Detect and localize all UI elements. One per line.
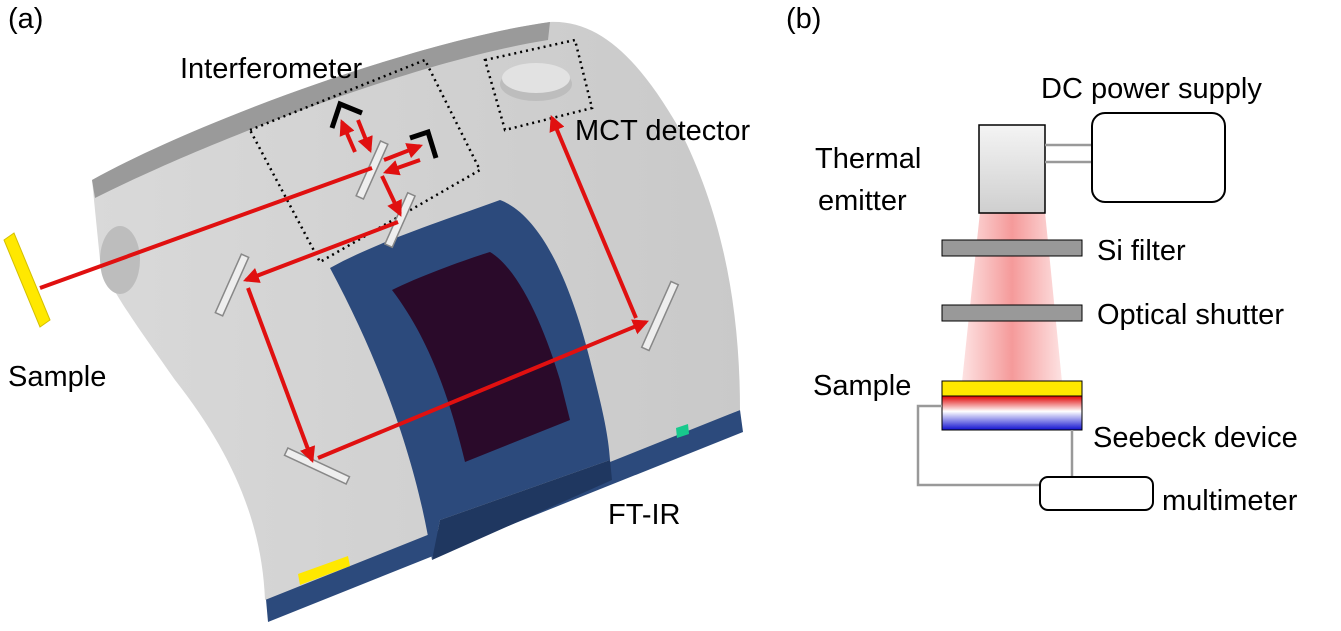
panel-b-tag: (b) bbox=[786, 3, 821, 35]
label-si-filter: Si filter bbox=[1097, 235, 1186, 267]
instrument-top-edge bbox=[92, 22, 550, 198]
lid-window bbox=[392, 252, 570, 462]
beam-int-4 bbox=[382, 158, 421, 176]
beam-interferometer-out bbox=[243, 220, 399, 283]
indicator-yellow bbox=[298, 556, 350, 585]
sample-layer bbox=[941, 380, 1083, 397]
label-sample-b: Sample bbox=[813, 370, 911, 402]
interferometer-exit-mirror bbox=[383, 191, 417, 249]
radiation-beam bbox=[962, 212, 1062, 382]
label-dc-power-supply: DC power supply bbox=[1041, 73, 1262, 105]
optical-shutter bbox=[941, 304, 1083, 322]
label-sample: Sample bbox=[8, 361, 106, 393]
sample-bar bbox=[3, 232, 51, 328]
multimeter bbox=[1039, 476, 1154, 511]
panel-a: (a) bbox=[3, 3, 750, 622]
sample-compartment bbox=[330, 200, 612, 560]
beam-bottom-across bbox=[317, 319, 649, 460]
moving-mirror-icon bbox=[409, 128, 439, 159]
label-thermal-emitter-1: Thermal bbox=[815, 143, 921, 175]
left-mirror bbox=[214, 253, 250, 317]
label-multimeter: multimeter bbox=[1162, 485, 1298, 517]
mct-detector-outline bbox=[483, 38, 594, 132]
right-mirror bbox=[640, 280, 680, 352]
beam-int-2 bbox=[356, 119, 373, 153]
thermal-emitter bbox=[978, 124, 1046, 214]
beam-left-down bbox=[246, 287, 316, 463]
beam-int-3 bbox=[383, 143, 423, 162]
seebeck-device bbox=[941, 395, 1083, 431]
dc-power-supply bbox=[1091, 112, 1226, 203]
panel-a-tag: (a) bbox=[8, 3, 43, 35]
label-thermal-emitter-2: emitter bbox=[818, 185, 907, 217]
ir-beam bbox=[39, 115, 649, 463]
label-ftir: FT-IR bbox=[608, 499, 681, 531]
lid-shade bbox=[432, 460, 612, 560]
label-mct-detector: MCT detector bbox=[575, 115, 750, 147]
mct-detector-dome-top bbox=[502, 63, 570, 93]
beam-int-1 bbox=[339, 119, 357, 153]
indicator-green bbox=[676, 424, 689, 438]
si-filter bbox=[941, 239, 1083, 257]
beam-to-sample bbox=[39, 166, 373, 290]
multimeter-wire-left bbox=[916, 404, 1040, 487]
beam-int-5 bbox=[380, 175, 402, 217]
fixed-mirror-icon bbox=[329, 100, 363, 129]
panel-b: (b) DC power supply Thermal emitter Si f… bbox=[786, 3, 1298, 517]
label-interferometer: Interferometer bbox=[180, 53, 362, 85]
label-optical-shutter: Optical shutter bbox=[1097, 299, 1284, 331]
label-seebeck-device: Seebeck device bbox=[1093, 422, 1298, 454]
beam-to-detector bbox=[549, 115, 638, 319]
